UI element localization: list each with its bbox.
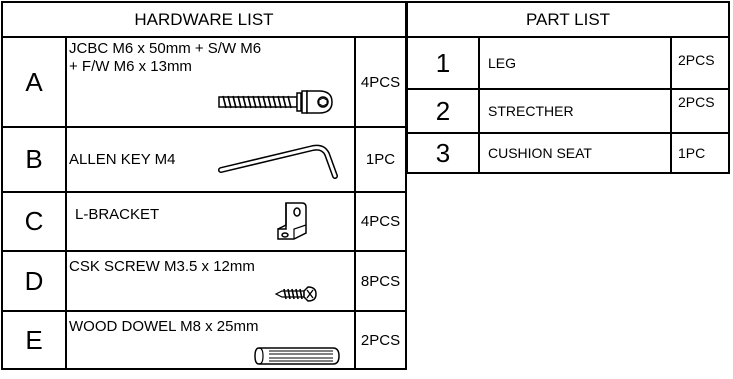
allen-key-icon xyxy=(218,144,338,179)
part-qty: 2PCS xyxy=(670,36,730,90)
hardware-description: L-BRACKET xyxy=(65,191,356,252)
part-name: LEG xyxy=(478,36,672,90)
hardware-row-d: D CSK SCREW M3.5 x 12mm 8PCS xyxy=(1,250,407,312)
part-number: 3 xyxy=(406,132,480,174)
part-number: 1 xyxy=(406,36,480,90)
hardware-row-e: E WOOD DOWEL M8 x 25mm 2PCS xyxy=(1,310,407,370)
screw-icon xyxy=(274,286,317,302)
part-list-title: PART LIST xyxy=(406,1,730,38)
hardware-description: ALLEN KEY M4 xyxy=(65,126,356,193)
hardware-row-a: A JCBC M6 x 50mm + S/W M6 + F/W M6 x 13m… xyxy=(1,36,407,128)
hardware-qty: 4PCS xyxy=(354,191,407,252)
hardware-letter: D xyxy=(1,250,67,312)
hardware-description: WOOD DOWEL M8 x 25mm xyxy=(65,310,356,370)
hardware-desc-line1: JCBC M6 x 50mm + S/W M6 xyxy=(69,40,262,57)
bolt-icon xyxy=(218,90,333,114)
hardware-desc-line1: L-BRACKET xyxy=(75,206,160,223)
hardware-letter: A xyxy=(1,36,67,128)
part-name: CUSHION SEAT xyxy=(478,132,672,174)
hardware-qty: 1PC xyxy=(354,126,407,193)
l-bracket-icon xyxy=(277,202,307,240)
hardware-description: CSK SCREW M3.5 x 12mm xyxy=(65,250,356,312)
hardware-row-c: C L-BRACKET 4PCS xyxy=(1,191,407,252)
hardware-row-b: B ALLEN KEY M4 1PC xyxy=(1,126,407,193)
part-row-3: 3 CUSHION SEAT 1PC xyxy=(406,132,730,174)
part-name: STRECTHER xyxy=(478,88,672,134)
hardware-description: JCBC M6 x 50mm + S/W M6 + F/W M6 x 13mm xyxy=(65,36,356,128)
part-row-1: 1 LEG 2PCS xyxy=(406,36,730,90)
hardware-desc-line1: WOOD DOWEL M8 x 25mm xyxy=(69,318,259,335)
hardware-letter: B xyxy=(1,126,67,193)
hardware-list-table: HARDWARE LIST A JCBC M6 x 50mm + S/W M6 … xyxy=(1,1,407,370)
hardware-qty: 2PCS xyxy=(354,310,407,370)
hardware-desc-line1: ALLEN KEY M4 xyxy=(69,151,176,168)
hardware-desc-line2: + F/W M6 x 13mm xyxy=(69,58,192,75)
part-list-table: PART LIST 1 LEG 2PCS 2 STRECTHER 2PCS 3 … xyxy=(406,1,730,174)
hardware-letter: C xyxy=(1,191,67,252)
part-number: 2 xyxy=(406,88,480,134)
part-qty: 2PCS xyxy=(670,88,730,134)
dowel-icon xyxy=(254,347,340,365)
hardware-qty: 8PCS xyxy=(354,250,407,312)
hardware-qty: 4PCS xyxy=(354,36,407,128)
hardware-list-title: HARDWARE LIST xyxy=(1,1,407,38)
hardware-letter: E xyxy=(1,310,67,370)
hardware-desc-line1: CSK SCREW M3.5 x 12mm xyxy=(69,258,255,275)
part-row-2: 2 STRECTHER 2PCS xyxy=(406,88,730,134)
part-qty: 1PC xyxy=(670,132,730,174)
